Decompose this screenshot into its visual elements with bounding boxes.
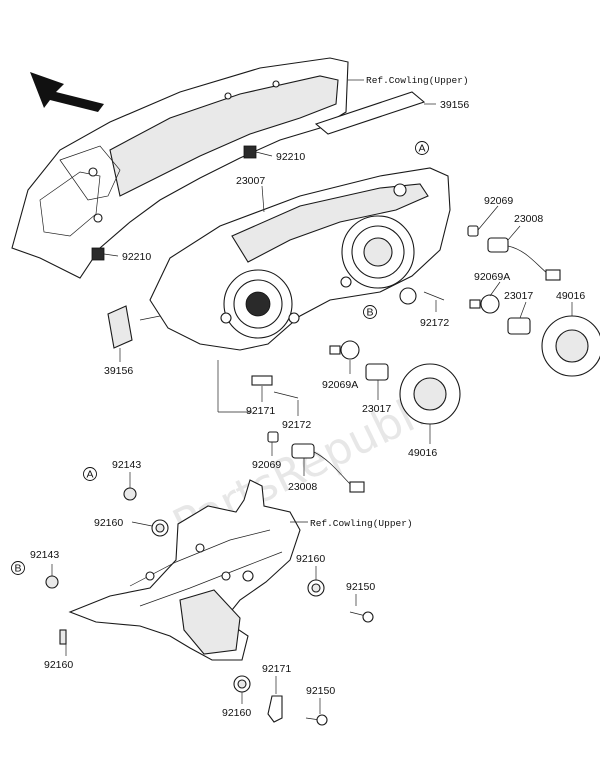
label-92172-right: 92172 (420, 317, 449, 329)
label-23008-right: 23008 (514, 213, 543, 225)
part-23008-socket-center (291, 443, 365, 493)
label-92160-right: 92160 (296, 553, 325, 565)
label-92160-top: 92160 (94, 517, 123, 529)
leader-lines (51, 79, 573, 714)
part-39156-strip-top (314, 91, 426, 135)
front-direction-arrow-icon (30, 72, 104, 112)
part-92210-clip-top (243, 145, 257, 159)
svg-text:B: B (14, 563, 21, 575)
ref-cowling-upper-mid: Ref.Cowling(Upper) (310, 518, 413, 529)
part-92160-grommet-right (307, 579, 325, 597)
part-92069A-bulb-right (469, 294, 500, 314)
label-23007: 23007 (236, 175, 265, 187)
label-49016-right: 49016 (556, 290, 585, 302)
headlight-bracket (68, 479, 301, 661)
part-92172-screw-right (423, 291, 445, 301)
upper-cowling-shell (11, 57, 349, 279)
label-23008-center: 23008 (288, 481, 317, 493)
callout-b-bottom: B (11, 561, 25, 575)
label-92171-bottom: 92171 (262, 663, 291, 675)
ref-cowling-upper-top: Ref.Cowling(Upper) (366, 75, 469, 86)
label-92143-left: 92143 (30, 549, 59, 561)
label-92172-center: 92172 (282, 419, 311, 431)
part-49016-cap-right (541, 315, 600, 377)
callout-b-top: B (363, 305, 377, 319)
headlight-housing (149, 167, 451, 351)
callout-a-bottom: A (83, 467, 97, 481)
callout-a-top: A (415, 141, 429, 155)
label-92069A-right: 92069A (474, 271, 510, 283)
label-92069A-center: 92069A (322, 379, 358, 391)
part-39156-pad-left (107, 305, 133, 349)
label-23017-right: 23017 (504, 290, 533, 302)
label-39156-top: 39156 (440, 99, 469, 111)
label-92143-top: 92143 (112, 459, 141, 471)
part-92069-bulb-center (267, 431, 279, 443)
label-49016-center: 49016 (408, 447, 437, 459)
part-92160-grommet-left (59, 629, 67, 645)
part-92171-clamp-bottom (267, 695, 283, 723)
label-39156-left: 39156 (104, 365, 133, 377)
label-92210-left: 92210 (122, 251, 151, 263)
part-92150-bolt-bottom (305, 714, 328, 726)
label-23017-center: 23017 (362, 403, 391, 415)
part-49016-cap-center (399, 363, 461, 425)
svg-text:A: A (86, 469, 93, 481)
label-92069-center: 92069 (252, 459, 281, 471)
part-92160-grommet-top (151, 519, 169, 537)
part-92210-clip-left (91, 247, 105, 261)
label-92160-left: 92160 (44, 659, 73, 671)
part-92143-grommet-left (45, 575, 59, 589)
part-92069A-bulb-center (329, 340, 360, 360)
label-92150-bottom: 92150 (306, 685, 335, 697)
label-92171-center: 92171 (246, 405, 275, 417)
part-92172-screw-center (273, 391, 299, 399)
part-92171-clamp-center (251, 375, 273, 386)
part-92069-bulb-right (467, 225, 479, 237)
part-92150-bolt-right (349, 611, 374, 623)
part-92160-grommet-bottom (233, 675, 251, 693)
part-23017-socket-right (507, 317, 531, 335)
part-23008-socket-right (487, 237, 561, 281)
part-92143-grommet-top (123, 487, 137, 501)
svg-text:A: A (418, 143, 425, 155)
label-92210-top: 92210 (276, 151, 305, 163)
part-23017-socket-center (365, 363, 389, 381)
label-92069-right: 92069 (484, 195, 513, 207)
svg-text:B: B (366, 307, 373, 319)
label-92150-right: 92150 (346, 581, 375, 593)
label-92160-bottom: 92160 (222, 707, 251, 719)
